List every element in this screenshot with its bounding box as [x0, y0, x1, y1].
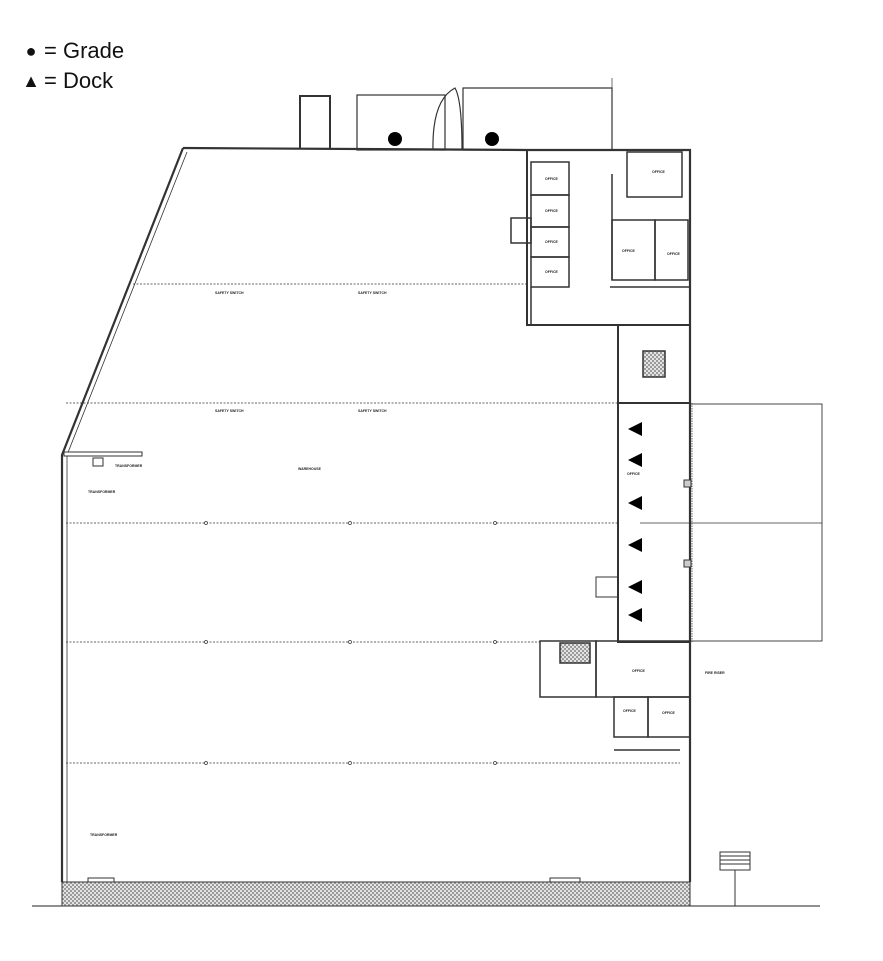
column-gridlines [66, 283, 680, 764]
building-outline [60, 146, 692, 882]
legend-dock: ▲ = Dock [22, 66, 124, 96]
legend-dock-label: = Dock [44, 68, 114, 93]
top-annexes [299, 78, 613, 151]
warehouse-label: WAREHOUSE [298, 467, 322, 471]
svg-text:OFFICE: OFFICE [627, 472, 640, 476]
legend: ● = Grade ▲ = Dock [22, 36, 124, 96]
transformer-label: TRANSFORMER [115, 464, 143, 468]
svg-text:OFFICE: OFFICE [623, 709, 636, 713]
svg-text:OFFICE: OFFICE [545, 209, 558, 213]
hatched-slab [61, 881, 691, 907]
svg-text:OFFICE: OFFICE [652, 170, 665, 174]
svg-text:OFFICE: OFFICE [545, 177, 558, 181]
legend-grade-label: = Grade [44, 38, 125, 63]
grade-door-1 [388, 132, 402, 146]
safety-switch-label: SAFETY SWITCH [358, 291, 387, 295]
svg-text:OFFICE: OFFICE [622, 249, 635, 253]
office-block [510, 149, 691, 404]
office-labels: OFFICE OFFICE OFFICE OFFICE OFFICE OFFIC… [545, 170, 680, 715]
safety-switch-label: SAFETY SWITCH [358, 409, 387, 413]
svg-text:OFFICE: OFFICE [545, 270, 558, 274]
dock-doors [628, 422, 642, 622]
dock-triangle-icon: ▲ [22, 71, 40, 91]
dock-area [595, 402, 823, 643]
fire-riser-label: FIRE RISER [705, 671, 725, 675]
exterior-stair [719, 851, 751, 906]
transformer-label: TRANSFORMER [90, 833, 118, 837]
safety-switch-label: SAFETY SWITCH [215, 409, 244, 413]
column-markers [204, 521, 497, 765]
electrical-equipment [63, 451, 581, 883]
transformer-label: TRANSFORMER [88, 490, 116, 494]
svg-text:OFFICE: OFFICE [545, 240, 558, 244]
svg-text:OFFICE: OFFICE [632, 669, 645, 673]
grade-circle-icon: ● [25, 41, 37, 61]
legend-grade: ● = Grade [22, 36, 125, 66]
svg-text:OFFICE: OFFICE [662, 711, 675, 715]
grade-door-2 [485, 132, 499, 146]
safety-switch-label: SAFETY SWITCH [215, 291, 244, 295]
lower-offices [539, 640, 691, 751]
svg-text:OFFICE: OFFICE [667, 252, 680, 256]
